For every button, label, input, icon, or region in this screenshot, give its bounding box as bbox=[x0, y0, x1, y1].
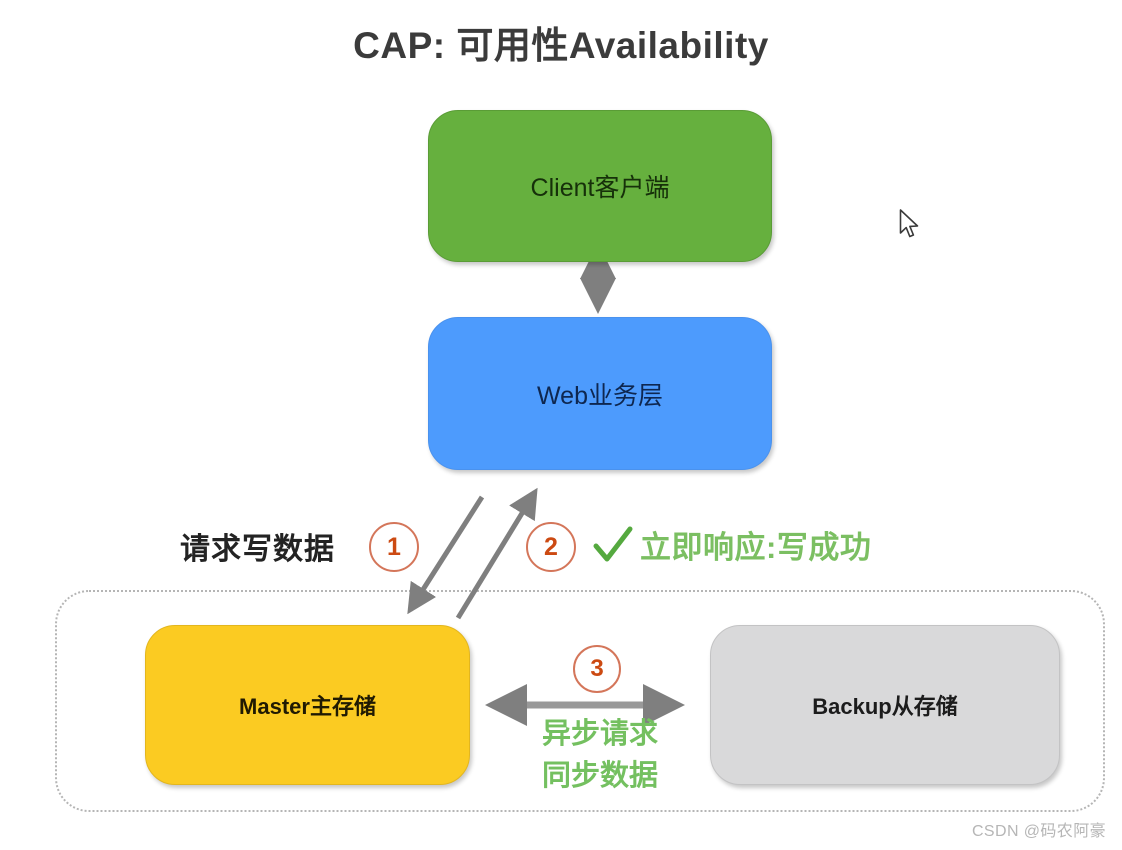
node-backup-storage[interactable]: Backup从存储 bbox=[710, 625, 1060, 785]
node-client[interactable]: Client客户端 bbox=[428, 110, 772, 262]
node-master-label: Master主存储 bbox=[239, 694, 376, 719]
node-client-label: Client客户端 bbox=[530, 174, 670, 202]
label-sync-annotation: 异步请求 同步数据 bbox=[516, 713, 684, 797]
mouse-cursor-icon bbox=[899, 209, 919, 238]
check-mark-icon bbox=[593, 526, 633, 561]
storage-cluster-group bbox=[55, 590, 1105, 812]
step-2-badge: 2 bbox=[526, 522, 576, 572]
label-request-write: 请求写数据 bbox=[180, 533, 335, 566]
page-title: CAP: 可用性Availability bbox=[353, 25, 769, 66]
label-respond-success: 立即响应:写成功 bbox=[640, 530, 872, 565]
node-web[interactable]: Web业务层 bbox=[428, 317, 772, 470]
watermark: CSDN @码农阿豪 bbox=[971, 823, 1106, 840]
step-1-badge: 1 bbox=[369, 522, 419, 572]
label-sync-line-1: 异步请求 bbox=[541, 718, 658, 750]
node-web-label: Web业务层 bbox=[537, 381, 663, 410]
respond-annotation: 立即响应:写成功 bbox=[592, 522, 871, 567]
node-master-storage[interactable]: Master主存储 bbox=[145, 625, 470, 785]
step-3-badge: 3 bbox=[573, 645, 621, 693]
node-backup-label: Backup从存储 bbox=[812, 694, 958, 719]
label-sync-line-2: 同步数据 bbox=[541, 760, 658, 792]
